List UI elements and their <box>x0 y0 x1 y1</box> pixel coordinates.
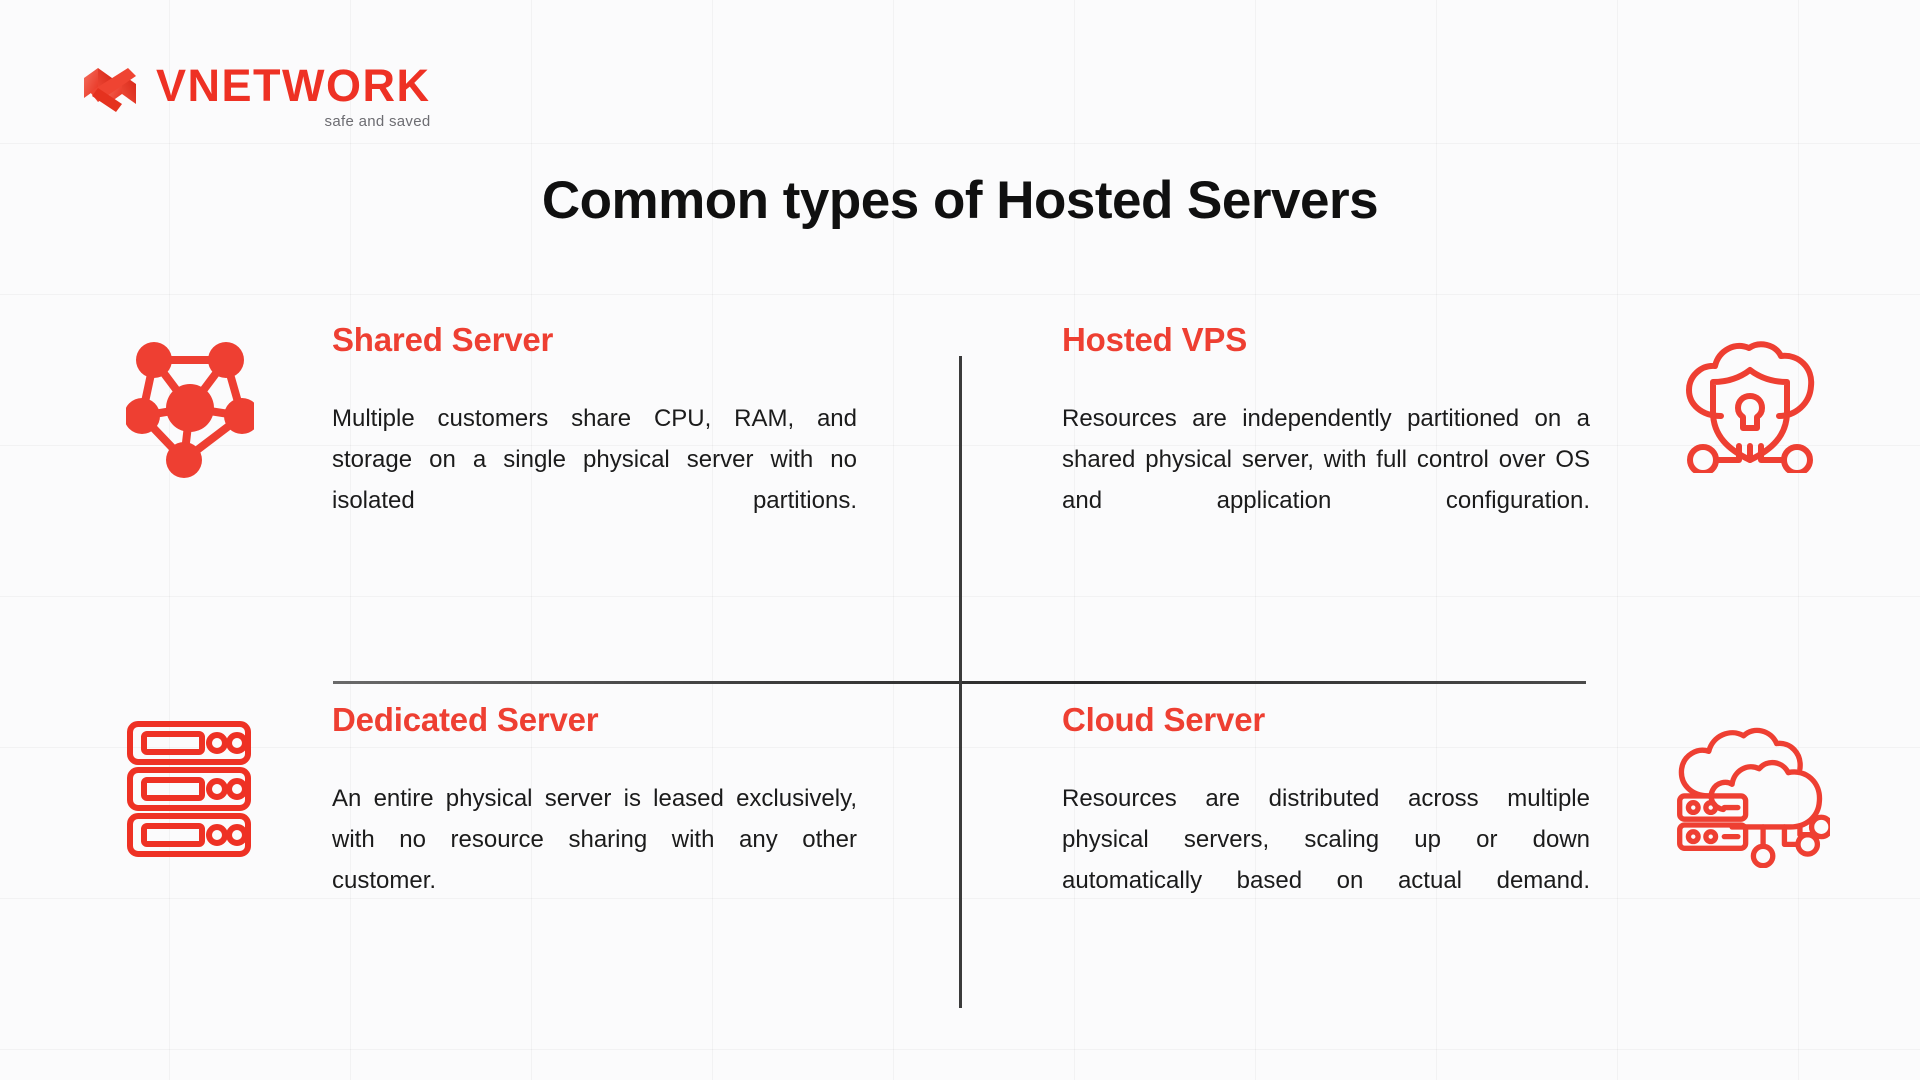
card-body: Resources are independently partitioned … <box>1062 405 1590 514</box>
card-shared-server: Shared Server Multiple customers share C… <box>110 320 920 562</box>
cloud-shield-lock-icon <box>1670 320 1830 473</box>
card-body: Resources are distributed across multipl… <box>1062 785 1590 894</box>
brand-name: VNETWORK <box>156 60 431 111</box>
card-dedicated-server: Dedicated Server An entire physical serv… <box>110 700 920 942</box>
card-body: Multiple customers share CPU, RAM, and s… <box>332 405 857 514</box>
card-title: Hosted VPS <box>1062 321 1248 358</box>
card-title: Dedicated Server <box>332 701 599 738</box>
vertical-divider <box>959 356 962 1008</box>
cards-grid: Shared Server Multiple customers share C… <box>0 300 1920 1040</box>
card-title: Cloud Server <box>1062 701 1265 738</box>
card-body: An entire physical server is leased excl… <box>332 785 857 894</box>
card-hosted-vps: Hosted VPS Resources are independently p… <box>1000 320 1830 562</box>
page-title: Common types of Hosted Servers <box>541 171 1379 230</box>
card-cloud-server: Cloud Server Resources are distributed a… <box>1000 700 1830 942</box>
card-title: Shared Server <box>332 321 554 358</box>
vnetwork-cube-logo-icon <box>82 62 138 120</box>
brand-tagline: safe and saved <box>324 113 431 130</box>
server-rack-icon <box>110 700 270 858</box>
cloud-server-network-icon <box>1670 700 1830 868</box>
network-mesh-icon <box>110 320 270 478</box>
brand-logo: VNETWORK safe and saved <box>82 62 431 130</box>
